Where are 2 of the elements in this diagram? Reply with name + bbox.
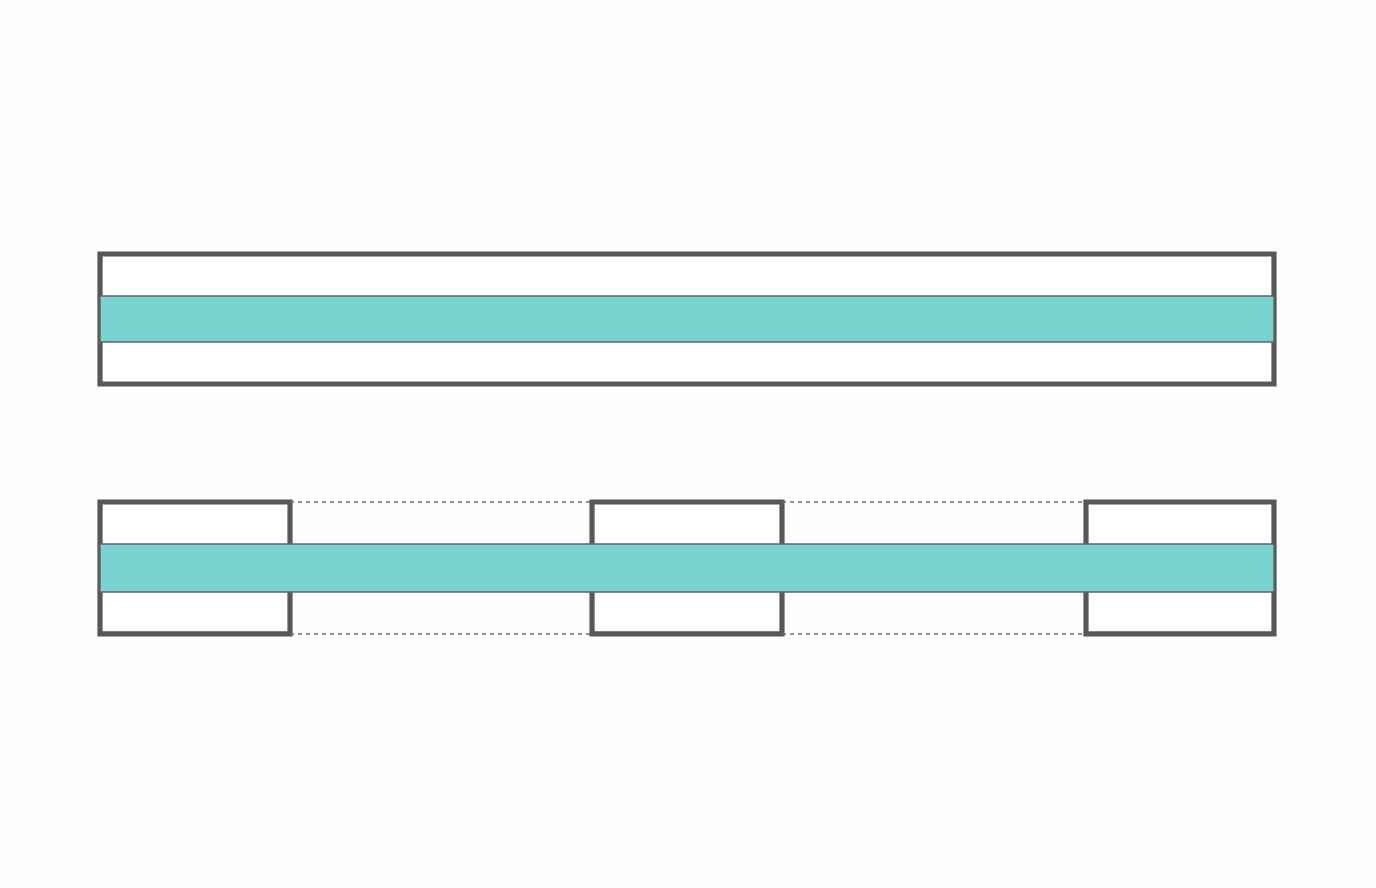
band <box>99 295 1275 343</box>
band <box>99 543 1275 593</box>
